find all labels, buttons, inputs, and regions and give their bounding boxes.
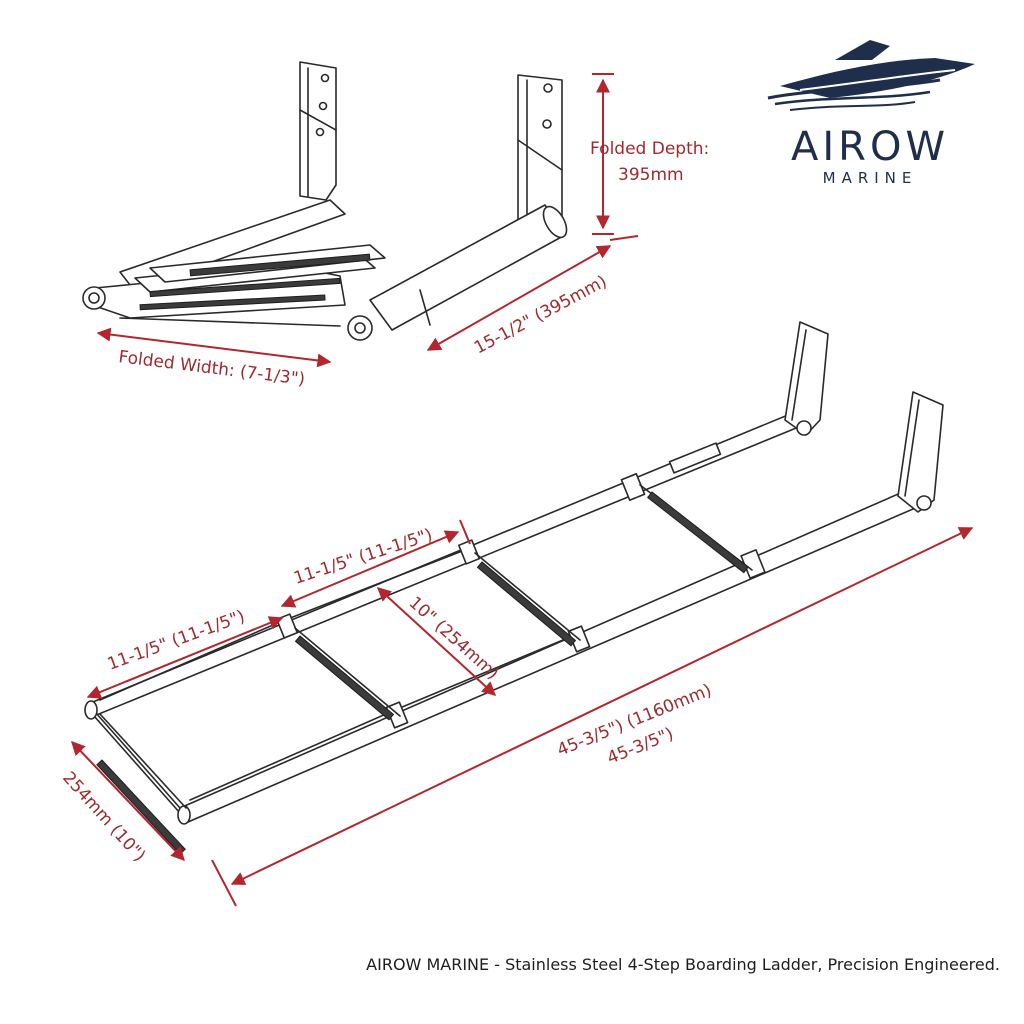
folded-width-label: Folded Width: (7-1/3") — [117, 347, 306, 390]
top-right-bracket — [897, 391, 944, 513]
boat-icon — [767, 40, 975, 111]
folded-depth-label: Folded Depth: — [590, 139, 709, 159]
folded-dimensions: Folded Depth: 395mm 15-1/2" (395mm) Fold… — [96, 73, 709, 390]
bottom-width-label: 254mm (10") — [58, 768, 149, 866]
folded-depth-value: 395mm — [618, 165, 684, 185]
brand-logo: AIROW MARINE — [767, 40, 975, 187]
left-mount-bracket — [299, 61, 337, 201]
folded-ladder — [82, 61, 568, 341]
brand-subtitle: MARINE — [823, 169, 918, 187]
top-left-bracket — [784, 321, 829, 436]
brand-name: AIROW — [791, 124, 949, 170]
step-width-label: 10" (254mm) — [405, 593, 503, 684]
extended-dimensions: 11-1/5" (11-1/5") 11-1/5" (11-1/5") 10" … — [58, 519, 974, 907]
extended-ladder — [84, 321, 944, 855]
caption: AIROW MARINE - Stainless Steel 4-Step Bo… — [366, 955, 1000, 974]
